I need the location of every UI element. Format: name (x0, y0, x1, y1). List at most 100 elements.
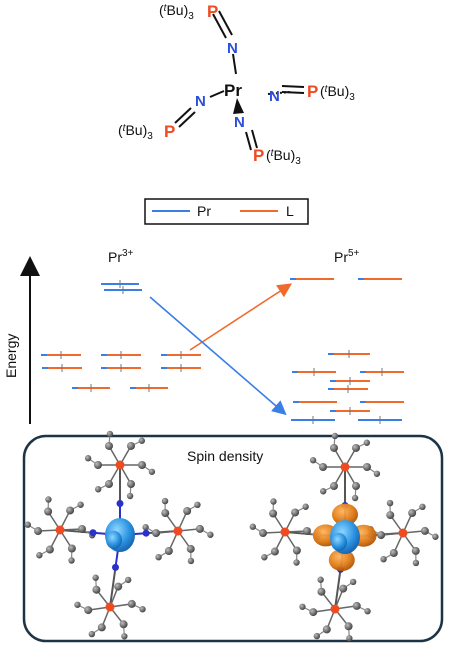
pr3-carbon-outer-2-4 (207, 531, 214, 538)
pr3-carbon-outer-3-3 (139, 606, 146, 613)
pr5-carbon-0-0 (363, 463, 371, 471)
spin-density-panel: Spin density (22, 430, 444, 643)
spin-density-title: Spin density (187, 448, 263, 464)
pr3-carbon-0-2 (105, 480, 113, 489)
pr3-carbon-1-1 (45, 545, 54, 554)
right-level-title: Pr5+ (334, 248, 360, 265)
pr5-carbon-3-4 (344, 622, 353, 631)
transfer-arrow-ligand (189, 283, 293, 351)
phosphorus-top: P (207, 2, 218, 21)
levels-pr3 (41, 280, 201, 392)
pr3-phosphorus-atom-2 (173, 526, 183, 536)
pr5-carbon-outer-3-3 (364, 608, 371, 615)
pr5-carbon-outer-2-3 (419, 503, 426, 511)
pr5-carbon-outer-1-1 (261, 554, 268, 561)
pr5-carbon-outer-3-1 (317, 576, 324, 583)
chemical-structure: (tBu)3 P N Pr N (tBu)3 P N P (tBu)3 N P … (118, 2, 355, 167)
pr5-carbon-0-2 (330, 482, 338, 491)
pr5-carbon-outer-0-0 (373, 470, 381, 477)
pr3-carbon-2-0 (164, 547, 173, 556)
pr3-carbon-0-4 (105, 441, 113, 450)
pr5-carbon-1-2 (259, 529, 268, 538)
pr3-carbon-0-3 (94, 461, 102, 469)
pr5-ligand-spin-lobe-0 (332, 503, 358, 526)
pr3-carbon-outer-0-2 (94, 486, 102, 493)
pr3-carbon-3-0 (84, 606, 93, 615)
pr3-carbon-3-1 (92, 585, 101, 594)
pr3-carbon-1-2 (34, 527, 43, 536)
legend: Pr L (144, 198, 309, 225)
pr5-carbon-outer-2-0 (380, 555, 387, 563)
nitrogen-bottom: N (234, 114, 245, 131)
pr3-carbon-outer-1-4 (77, 501, 84, 508)
pr5-phosphorus-atom-0 (340, 462, 350, 472)
pr5-phosphorus-atom-3 (330, 604, 340, 614)
pr3-carbon-0-5 (127, 441, 135, 450)
pr3-carbon-2-4 (195, 524, 204, 533)
pr3-carbon-3-2 (114, 582, 123, 591)
pr3-phosphorus-atom-0 (115, 460, 125, 470)
phosphorus-right: P (307, 82, 318, 101)
pr5-carbon-outer-0-1 (351, 494, 359, 502)
pr5-carbon-2-1 (377, 531, 386, 540)
pr3-carbon-outer-0-0 (148, 468, 156, 475)
pr5-carbon-outer-3-5 (313, 632, 321, 640)
phosphorus-bottom: P (253, 146, 264, 165)
pr3-carbon-1-0 (67, 544, 76, 553)
pr5-carbon-0-3 (319, 463, 327, 471)
pr5-carbon-outer-3-4 (346, 635, 353, 642)
pr3-carbon-outer-0-5 (138, 437, 146, 444)
pr5-carbon-outer-2-5 (412, 559, 420, 567)
pr3-carbon-outer-0-3 (84, 455, 92, 462)
pr5-phosphorus-atom-2 (398, 528, 408, 538)
pr3-carbon-1-4 (66, 506, 75, 515)
pr5-carbon-outer-2-2 (386, 499, 394, 507)
pr5-phosphorus-atom-1 (280, 527, 290, 537)
pr5-carbon-outer-3-0 (299, 603, 306, 610)
pr5-carbon-1-5 (302, 526, 311, 535)
pr5-carbon-2-5 (411, 546, 420, 555)
energy-axis-label: Energy (3, 334, 19, 378)
pr5-carbon-outer-3-2 (349, 578, 357, 586)
tbu-right: (tBu)3 (320, 83, 355, 103)
pr3-nitrogen-atom-0 (116, 500, 124, 507)
pr3-carbon-outer-2-1 (142, 524, 149, 531)
pr3-carbon-outer-3-2 (124, 576, 132, 584)
pr3-carbon-1-3 (44, 507, 53, 516)
pr3-carbon-2-2 (161, 509, 170, 518)
pr5-carbon-outer-1-3 (270, 498, 277, 505)
pr5-carbon-1-4 (291, 508, 300, 517)
pr5-carbon-1-1 (270, 547, 279, 556)
nitrogen-top: N (227, 40, 238, 57)
legend-label-l: L (286, 203, 294, 219)
pr3-carbon-outer-2-2 (161, 497, 169, 505)
pr3-carbon-0-0 (138, 461, 146, 469)
pr5-carbon-outer-0-3 (309, 457, 317, 464)
pr3-carbon-outer-2-3 (194, 501, 201, 509)
pr5-carbon-outer-0-2 (319, 488, 327, 495)
pr3-carbon-3-3 (127, 599, 136, 608)
pr3-carbon-0-1 (127, 480, 135, 489)
pr3-carbon-outer-0-1 (126, 492, 134, 500)
praseodymium-center: Pr (224, 81, 242, 100)
pr5-carbon-outer-2-4 (432, 533, 439, 540)
pr5-carbon-outer-1-2 (249, 523, 257, 530)
pr5-n-p-bond-3 (334, 569, 342, 610)
pr5-ligand-spin-lobe-3 (328, 549, 355, 572)
pr3-nitrogen-atom-2 (142, 529, 150, 537)
pr3-carbon-outer-3-0 (74, 601, 81, 608)
pr3-carbon-outer-1-1 (36, 552, 43, 559)
pr5-carbon-3-5 (322, 625, 331, 634)
molecule-pr3-spin (24, 430, 214, 640)
pr3-carbon-2-3 (183, 506, 192, 515)
pr5-carbon-3-3 (352, 601, 361, 610)
pr3-carbon-outer-1-0 (68, 557, 75, 564)
pr3-carbon-2-5 (186, 544, 195, 553)
pr3-carbon-outer-3-1 (92, 574, 99, 581)
pr3-carbon-outer-1-3 (45, 496, 52, 503)
pr5-carbon-0-5 (352, 443, 360, 452)
pr3-carbon-3-4 (119, 620, 128, 629)
transfer-arrow-pr (149, 296, 287, 416)
pr5-carbon-1-0 (292, 546, 301, 555)
